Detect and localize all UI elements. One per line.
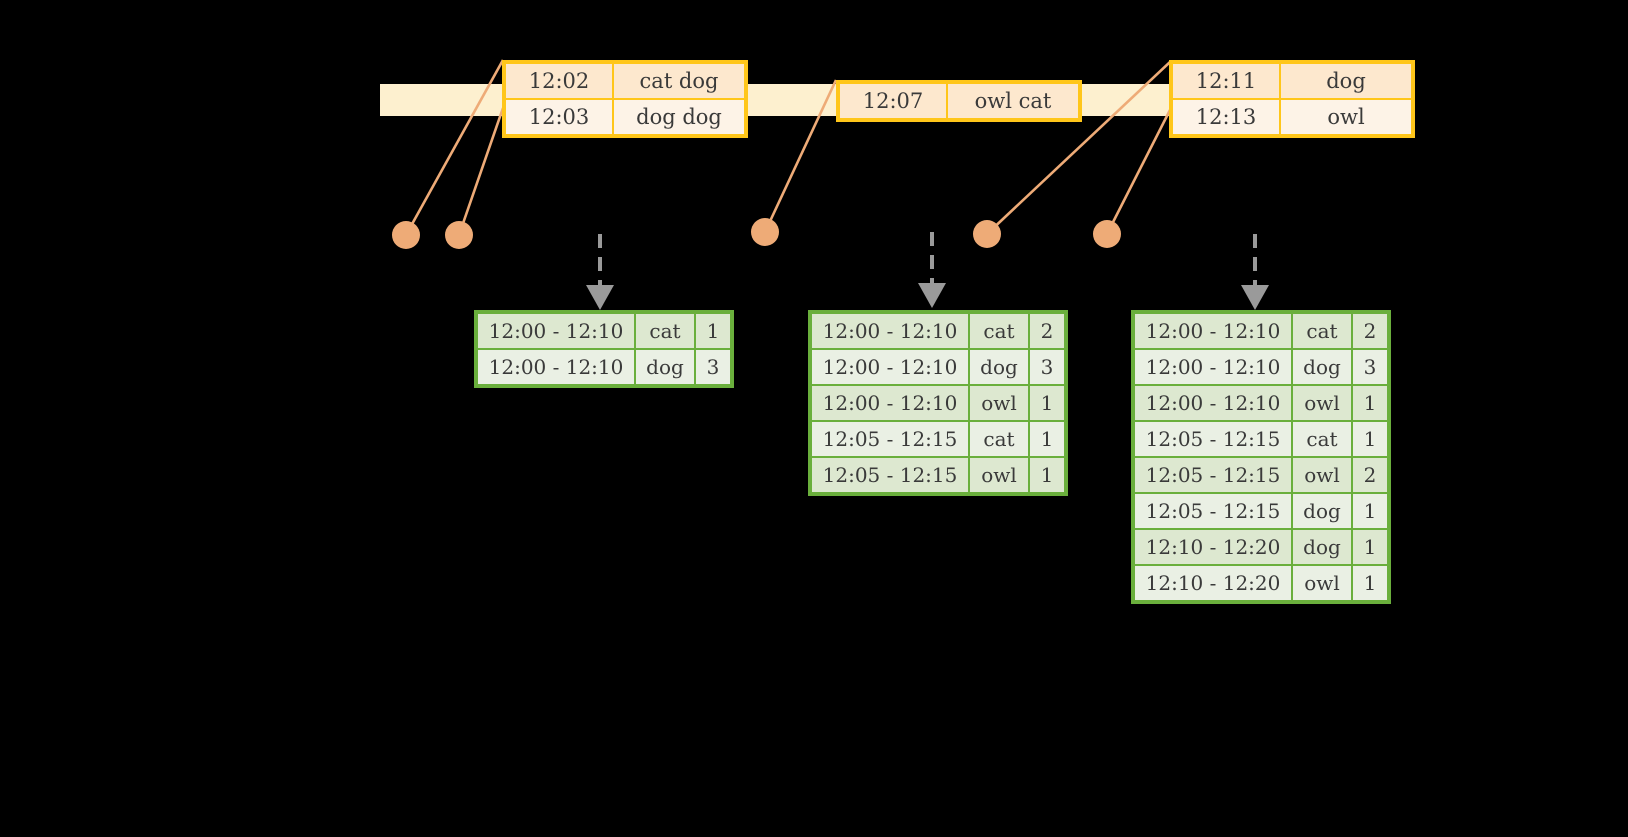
result-table-1[interactable]: 12:00 - 12:10 cat 1 12:00 - 12:10 dog 3 bbox=[474, 310, 734, 388]
event-box-group-1[interactable]: 12:02 cat dog 12:03 dog dog bbox=[502, 60, 748, 138]
count-cell: 1 bbox=[1353, 422, 1387, 456]
count-cell: 1 bbox=[1353, 494, 1387, 528]
event-marker-5-icon bbox=[1093, 220, 1121, 248]
count-cell: 1 bbox=[1030, 458, 1064, 492]
result-table-3[interactable]: 12:00 - 12:10 cat 2 12:00 - 12:10 dog 3 … bbox=[1131, 310, 1391, 604]
count-cell: 2 bbox=[1353, 458, 1387, 492]
count-cell: 3 bbox=[1353, 350, 1387, 384]
table-row[interactable]: 12:05 - 12:15 owl 2 bbox=[1135, 458, 1387, 492]
table-row[interactable]: 12:00 - 12:10 dog 3 bbox=[478, 350, 730, 384]
key-cell: cat bbox=[636, 314, 694, 348]
event-box-group-2[interactable]: 12:07 owl cat bbox=[836, 80, 1082, 122]
count-cell: 1 bbox=[1353, 530, 1387, 564]
window-cell: 12:00 - 12:10 bbox=[812, 314, 968, 348]
key-cell: owl bbox=[1293, 458, 1351, 492]
key-cell: dog bbox=[1293, 350, 1351, 384]
event-words: cat dog bbox=[613, 63, 745, 99]
count-cell: 2 bbox=[1030, 314, 1064, 348]
dashed-arrow-2 bbox=[918, 232, 946, 308]
table-row[interactable]: 12:00 - 12:10 cat 2 bbox=[812, 314, 1064, 348]
window-cell: 12:00 - 12:10 bbox=[478, 350, 634, 384]
event-marker-2-icon bbox=[445, 221, 473, 249]
key-cell: owl bbox=[1293, 566, 1351, 600]
event-marker-1-icon bbox=[392, 221, 420, 249]
event-row[interactable]: 12:13 owl bbox=[1172, 99, 1412, 135]
window-cell: 12:10 - 12:20 bbox=[1135, 530, 1291, 564]
window-cell: 12:00 - 12:10 bbox=[478, 314, 634, 348]
window-cell: 12:10 - 12:20 bbox=[1135, 566, 1291, 600]
key-cell: cat bbox=[970, 314, 1028, 348]
result-table-2[interactable]: 12:00 - 12:10 cat 2 12:00 - 12:10 dog 3 … bbox=[808, 310, 1068, 496]
window-cell: 12:05 - 12:15 bbox=[812, 458, 968, 492]
count-cell: 3 bbox=[696, 350, 730, 384]
table-row[interactable]: 12:00 - 12:10 owl 1 bbox=[812, 386, 1064, 420]
key-cell: cat bbox=[1293, 422, 1351, 456]
key-cell: dog bbox=[636, 350, 694, 384]
event-time: 12:07 bbox=[839, 83, 947, 119]
table-row[interactable]: 12:05 - 12:15 cat 1 bbox=[1135, 422, 1387, 456]
key-cell: dog bbox=[970, 350, 1028, 384]
event-time: 12:13 bbox=[1172, 99, 1280, 135]
event-row[interactable]: 12:11 dog bbox=[1172, 63, 1412, 99]
table-row[interactable]: 12:05 - 12:15 cat 1 bbox=[812, 422, 1064, 456]
event-words: dog bbox=[1280, 63, 1412, 99]
event-row[interactable]: 12:03 dog dog bbox=[505, 99, 745, 135]
key-cell: dog bbox=[1293, 494, 1351, 528]
event-time: 12:11 bbox=[1172, 63, 1280, 99]
key-cell: owl bbox=[1293, 386, 1351, 420]
table-row[interactable]: 12:00 - 12:10 owl 1 bbox=[1135, 386, 1387, 420]
event-marker-4-icon bbox=[973, 220, 1001, 248]
table-row[interactable]: 12:00 - 12:10 cat 2 bbox=[1135, 314, 1387, 348]
window-cell: 12:05 - 12:15 bbox=[1135, 494, 1291, 528]
window-cell: 12:00 - 12:10 bbox=[1135, 314, 1291, 348]
event-words: dog dog bbox=[613, 99, 745, 135]
key-cell: cat bbox=[970, 422, 1028, 456]
event-marker-3-icon bbox=[751, 218, 779, 246]
window-cell: 12:05 - 12:15 bbox=[1135, 458, 1291, 492]
key-cell: cat bbox=[1293, 314, 1351, 348]
event-words: owl bbox=[1280, 99, 1412, 135]
table-row[interactable]: 12:10 - 12:20 dog 1 bbox=[1135, 530, 1387, 564]
window-cell: 12:05 - 12:15 bbox=[812, 422, 968, 456]
count-cell: 1 bbox=[1030, 422, 1064, 456]
dashed-arrow-3 bbox=[1241, 234, 1269, 310]
event-words: owl cat bbox=[947, 83, 1079, 119]
event-dots bbox=[392, 218, 1121, 249]
table-row[interactable]: 12:05 - 12:15 owl 1 bbox=[812, 458, 1064, 492]
table-row[interactable]: 12:00 - 12:10 dog 3 bbox=[812, 350, 1064, 384]
table-row[interactable]: 12:10 - 12:20 owl 1 bbox=[1135, 566, 1387, 600]
window-cell: 12:00 - 12:10 bbox=[1135, 386, 1291, 420]
count-cell: 1 bbox=[1030, 386, 1064, 420]
event-row[interactable]: 12:07 owl cat bbox=[839, 83, 1079, 119]
event-time: 12:02 bbox=[505, 63, 613, 99]
key-cell: owl bbox=[970, 458, 1028, 492]
count-cell: 2 bbox=[1353, 314, 1387, 348]
count-cell: 1 bbox=[696, 314, 730, 348]
table-row[interactable]: 12:00 - 12:10 dog 3 bbox=[1135, 350, 1387, 384]
window-cell: 12:00 - 12:10 bbox=[1135, 350, 1291, 384]
event-box-group-3[interactable]: 12:11 dog 12:13 owl bbox=[1169, 60, 1415, 138]
key-cell: owl bbox=[970, 386, 1028, 420]
window-cell: 12:05 - 12:15 bbox=[1135, 422, 1291, 456]
table-row[interactable]: 12:00 - 12:10 cat 1 bbox=[478, 314, 730, 348]
key-cell: dog bbox=[1293, 530, 1351, 564]
window-cell: 12:00 - 12:10 bbox=[812, 350, 968, 384]
event-time: 12:03 bbox=[505, 99, 613, 135]
table-row[interactable]: 12:05 - 12:15 dog 1 bbox=[1135, 494, 1387, 528]
window-cell: 12:00 - 12:10 bbox=[812, 386, 968, 420]
event-row[interactable]: 12:02 cat dog bbox=[505, 63, 745, 99]
count-cell: 1 bbox=[1353, 566, 1387, 600]
dashed-arrow-1 bbox=[586, 234, 614, 310]
count-cell: 1 bbox=[1353, 386, 1387, 420]
count-cell: 3 bbox=[1030, 350, 1064, 384]
